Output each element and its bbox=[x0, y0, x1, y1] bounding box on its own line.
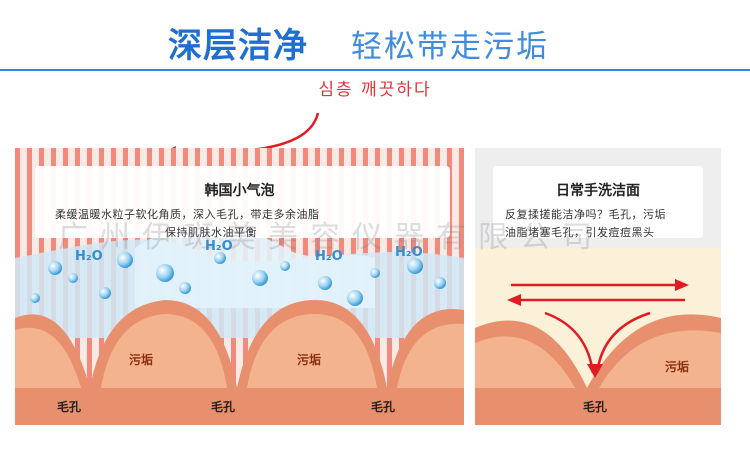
panel-manual-wash: 日常手洗洁面 反复揉搓能洁净吗？毛孔，污垢 油脂堵塞毛孔，引发痘痘黑头 污垢 毛… bbox=[475, 148, 721, 425]
title-light: 轻松带走污垢 bbox=[351, 29, 549, 65]
pore-label-3: 毛孔 bbox=[371, 400, 396, 414]
pore-label-right: 毛孔 bbox=[583, 400, 608, 414]
rubbing-arrows bbox=[507, 279, 689, 378]
left-card-line2: 保持肌肤水油平衡 bbox=[165, 226, 257, 239]
pore-label-1: 毛孔 bbox=[57, 400, 82, 414]
right-card-heading: 日常手洗洁面 bbox=[556, 183, 640, 199]
pore-label-2: 毛孔 bbox=[211, 400, 236, 414]
water-bubbles bbox=[30, 252, 446, 306]
left-card-heading: 韩国小气泡 bbox=[204, 183, 275, 199]
h2o-label-2: H₂O bbox=[205, 239, 233, 254]
dirt-label-2: 污垢 bbox=[297, 353, 322, 367]
company-watermark: 广州伊斑美美容仪器有限公司 bbox=[58, 220, 604, 255]
right-card-line1: 反复揉搓能洁净吗？毛孔，污垢 bbox=[505, 208, 666, 221]
left-illustration: H₂O H₂O H₂O H₂O bbox=[15, 148, 464, 425]
title-underline bbox=[0, 69, 750, 71]
dirt-label-1: 污垢 bbox=[129, 353, 154, 367]
right-illustration bbox=[475, 148, 721, 425]
subtitle-korean: 심층 깨끗하다 bbox=[318, 80, 432, 100]
dirt-label-right: 污垢 bbox=[665, 360, 690, 374]
h2o-label-1: H₂O bbox=[75, 249, 103, 264]
panel-korean-bubble: H₂O H₂O H₂O H₂O 韩国小气泡 柔缓温暖水粒子软化角质，深入毛孔，带走多余… bbox=[15, 148, 464, 425]
left-card-line1: 柔缓温暖水粒子软化角质，深入毛孔，带走多余油脂 bbox=[55, 208, 320, 221]
h2o-label-4: H₂O bbox=[395, 245, 423, 260]
h2o-label-3: H₂O bbox=[315, 249, 343, 264]
right-card-line2: 油脂堵塞毛孔，引发痘痘黑头 bbox=[505, 226, 655, 239]
title-bold: 深层洁净 bbox=[168, 26, 308, 66]
